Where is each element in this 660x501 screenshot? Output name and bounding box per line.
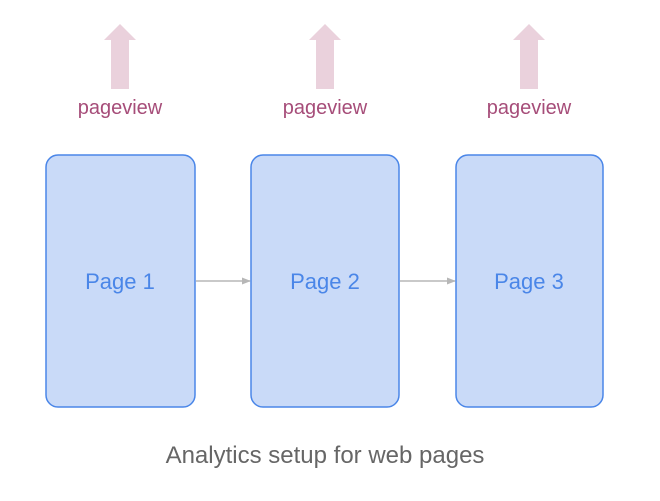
page-node-3: pageview Page 3 [455,24,604,408]
page-node-1: pageview Page 1 [45,24,196,408]
pageview-arrow-icon [309,24,341,89]
page-label: Page 2 [290,269,360,294]
pageview-arrow-icon [104,24,136,89]
page-box [45,154,196,408]
pageview-event-label: pageview [487,97,572,119]
pageview-arrow-icon [513,24,545,89]
page-label: Page 3 [494,269,564,294]
page-node-2: pageview Page 2 [250,24,400,408]
pageview-event-label: pageview [78,97,163,119]
diagram-caption: Analytics setup for web pages [166,442,485,469]
pageview-event-label: pageview [283,97,368,119]
page-box [250,154,400,408]
page-label: Page 1 [85,269,155,294]
page-box [455,154,604,408]
